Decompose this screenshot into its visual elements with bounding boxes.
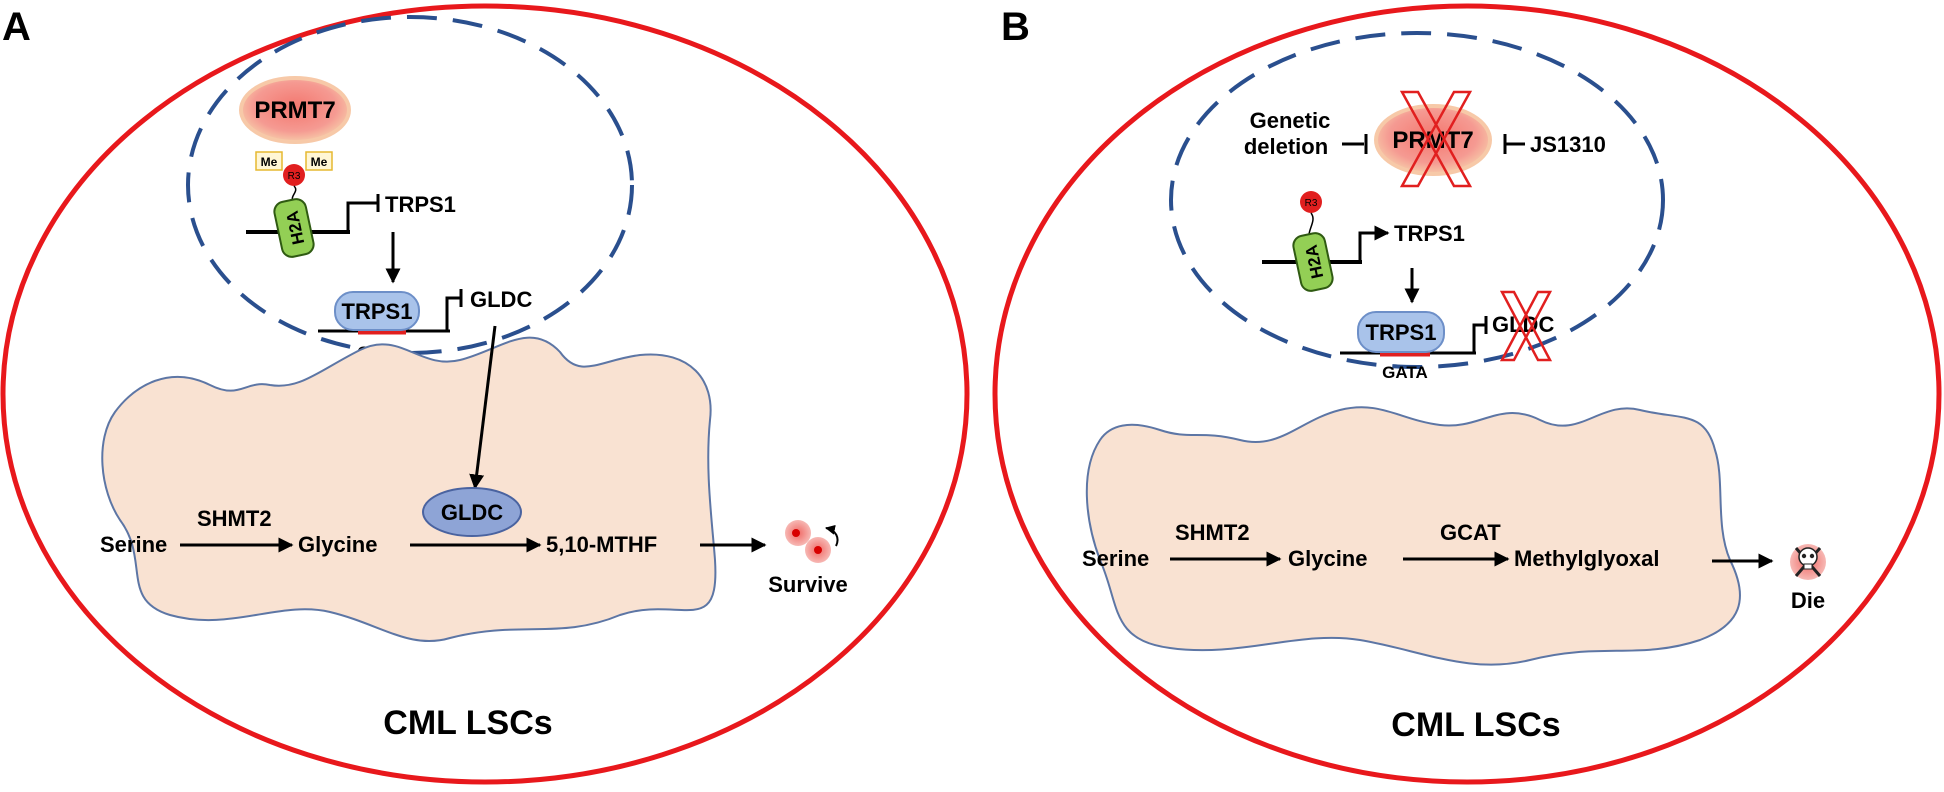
h2a-histone	[273, 198, 315, 258]
methyl-right: Me	[311, 155, 328, 169]
cytoplasm	[1085, 406, 1741, 666]
skull-crossbones-icon	[1790, 544, 1826, 580]
cell-type-label: CML LSCs	[383, 704, 552, 742]
panel-b: B Genetic deletion PRMT7 JS1310 R3 H2A T…	[992, 3, 1942, 785]
glycine-label: Glycine	[298, 532, 377, 557]
glycine-label: Glycine	[1288, 546, 1367, 571]
nucleus-envelope	[186, 15, 634, 355]
gata-label: GATA	[1382, 363, 1428, 382]
gldc-gene-label: GLDC	[470, 287, 532, 312]
genetic-deletion-line1: Genetic	[1250, 108, 1331, 133]
genetic-deletion-line2: deletion	[1244, 134, 1328, 159]
mthf-label: 5,10-MTHF	[546, 532, 657, 557]
trps1-gene-label: TRPS1	[1394, 221, 1465, 246]
outcome-label: Survive	[768, 572, 848, 597]
trps1-promoter-inhibition	[346, 201, 378, 232]
outcome-label: Die	[1791, 588, 1825, 613]
arginine-r3	[283, 164, 305, 186]
gldc-enzyme-label: GLDC	[441, 500, 503, 525]
prmt7-protein	[1374, 104, 1492, 176]
cell-membrane	[0, 3, 970, 785]
shmt2-label: SHMT2	[197, 506, 272, 531]
prmt7-protein	[239, 76, 351, 144]
prmt7-label: PRMT7	[254, 97, 335, 124]
h2a-histone	[1292, 232, 1334, 292]
trps1-gene-label: TRPS1	[385, 192, 456, 217]
trps1-promoter-activation	[1358, 225, 1390, 262]
gldc-promoter-inhibition	[1472, 323, 1486, 353]
trps1-protein-label: TRPS1	[342, 299, 413, 324]
trps1-protein	[334, 291, 420, 331]
cell-membrane	[992, 3, 1942, 785]
methylglyoxal-label: Methylglyoxal	[1514, 546, 1659, 571]
cytoplasm	[101, 336, 717, 643]
js1310-label: JS1310	[1530, 132, 1606, 157]
gldc-promoter-inhibition	[445, 296, 461, 331]
methyl-left-box	[255, 151, 283, 171]
gldc-enzyme	[422, 487, 522, 537]
methyl-left: Me	[261, 155, 278, 169]
proliferating-cells-icon	[785, 520, 839, 563]
arrow-gldc-translocation	[469, 325, 497, 490]
arginine-r3	[1300, 191, 1322, 213]
trps1-protein-label: TRPS1	[1366, 320, 1437, 345]
gcat-label: GCAT	[1440, 520, 1501, 545]
arginine-r3-label: R3	[1305, 198, 1318, 209]
serine-label: Serine	[100, 532, 167, 557]
methyl-right-box	[305, 151, 333, 171]
arginine-r3-label: R3	[288, 171, 301, 182]
shmt2-label: SHMT2	[1175, 520, 1250, 545]
cell-type-label: CML LSCs	[1391, 706, 1560, 744]
nucleus-envelope	[1169, 31, 1665, 369]
panel-letter: A	[2, 5, 31, 49]
panel-a: A PRMT7 Me Me R3 H2A TRPS1 TRPS1 GLDC	[0, 3, 970, 785]
trps1-protein	[1357, 311, 1445, 353]
serine-label: Serine	[1082, 546, 1149, 571]
panel-letter: B	[1001, 5, 1030, 49]
inhibited-x-icon	[1499, 290, 1553, 362]
inhibited-x-icon	[1399, 90, 1473, 188]
